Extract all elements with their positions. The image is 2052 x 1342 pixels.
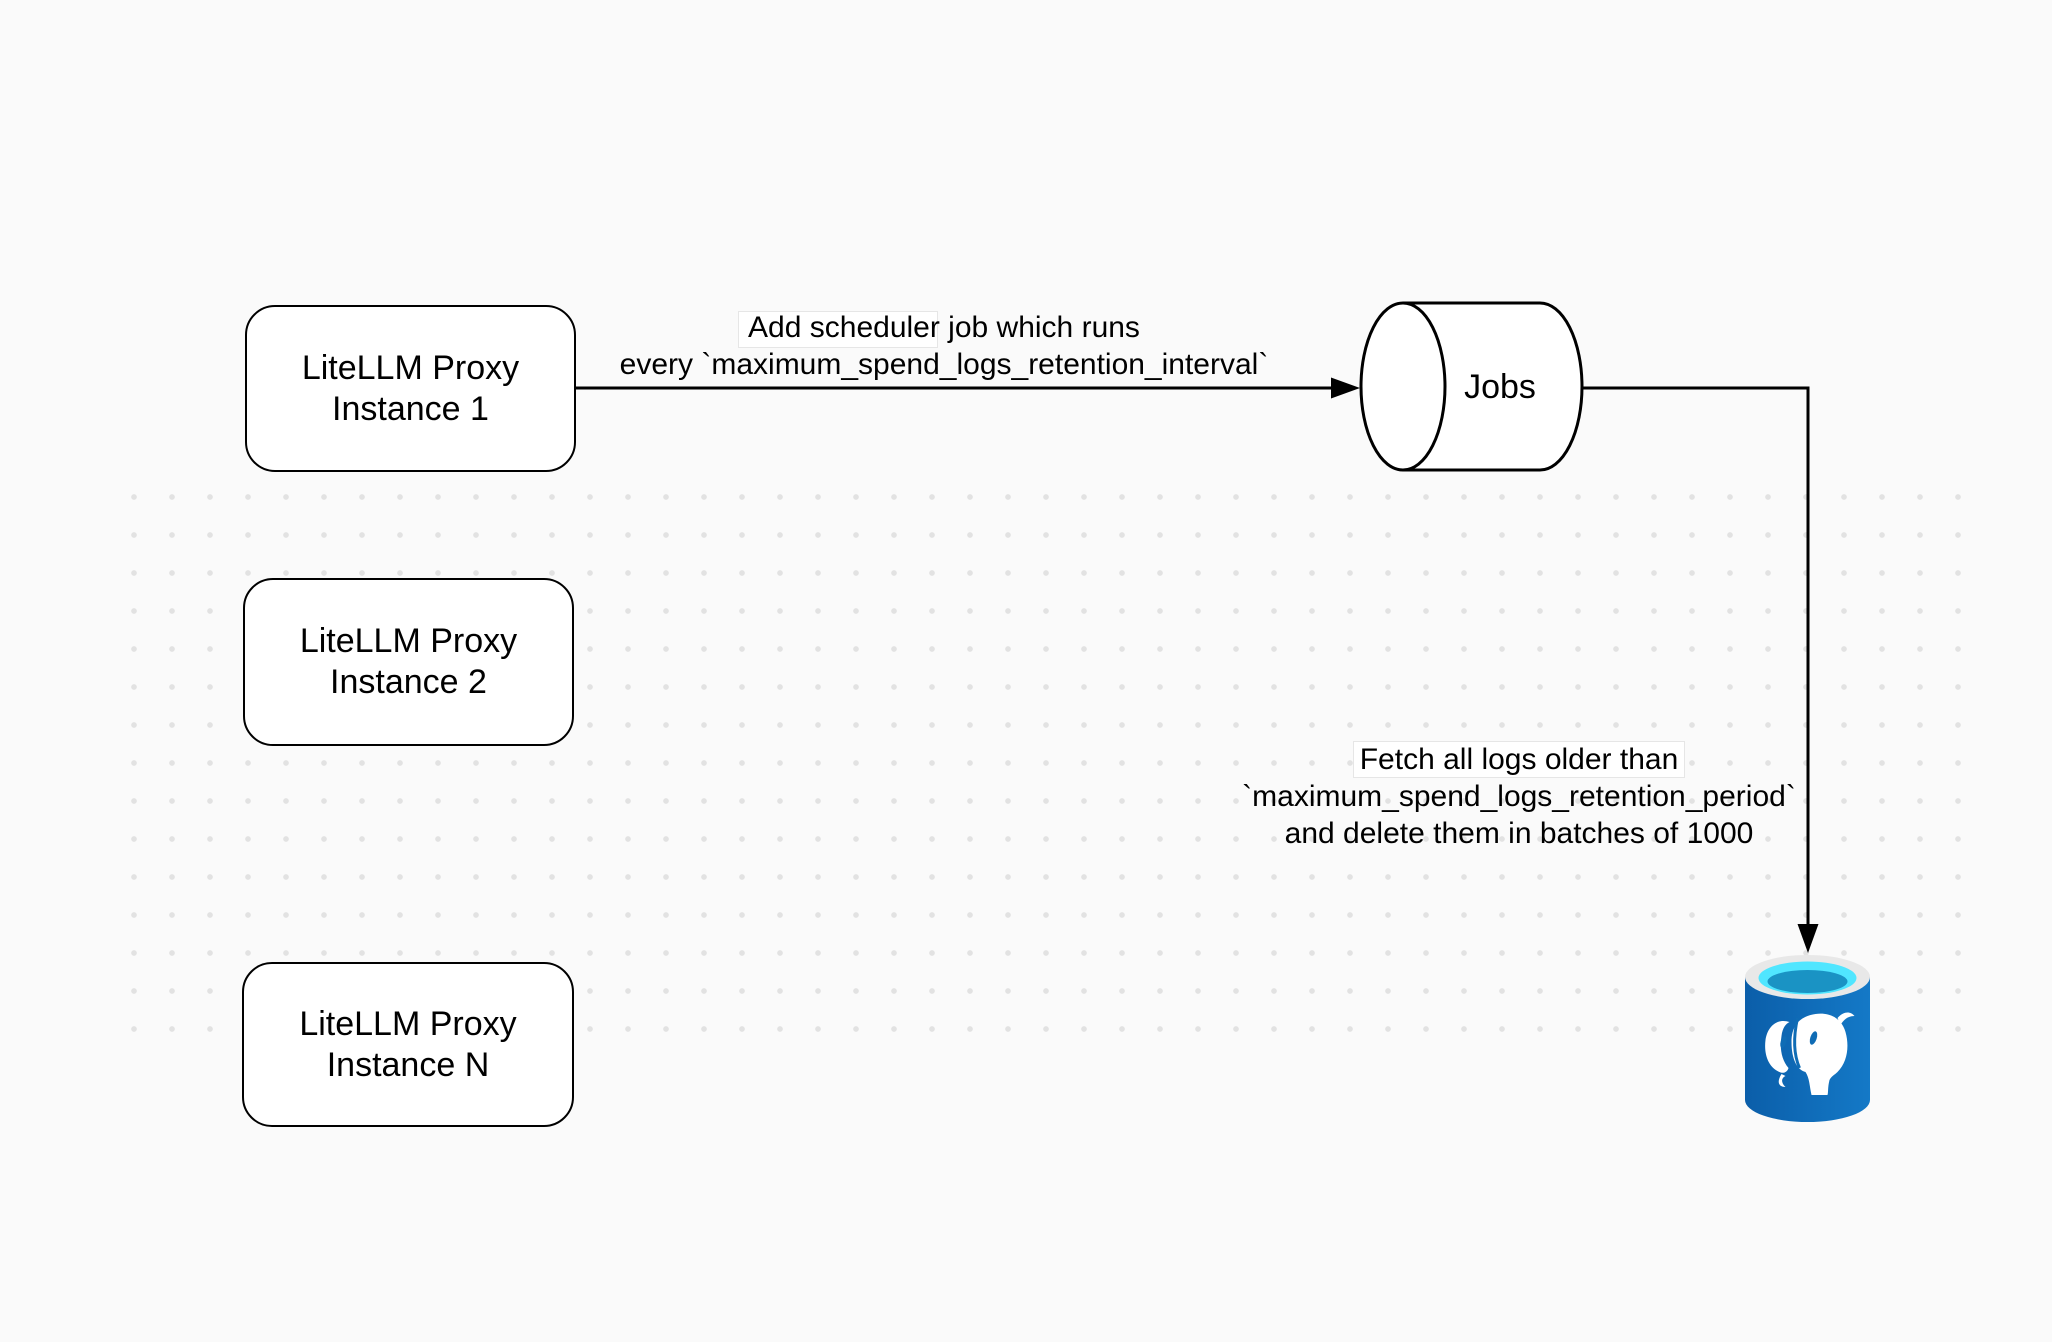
node-label: LiteLLM Proxy Instance N (299, 1004, 516, 1086)
edge-label-fetch-delete: Fetch all logs older than `maximum_spend… (1169, 741, 1869, 852)
node-label-line: Instance N (326, 1045, 490, 1084)
node-label-line: LiteLLM Proxy (299, 622, 518, 660)
node-label: LiteLLM Proxy Instance 2 (300, 621, 517, 703)
edge-label-line: `maximum_spend_logs_retention_period` (1242, 780, 1796, 813)
edge-label-scheduler: Add scheduler job which runs every `maxi… (594, 309, 1294, 383)
node-label-line: Instance 2 (330, 663, 487, 701)
node-label-line: Instance 1 (332, 389, 489, 428)
node-litellm-proxy-instance-1: LiteLLM Proxy Instance 1 (245, 305, 576, 472)
edge-label-line: Add scheduler job which runs (748, 311, 1140, 344)
edge-label-line: Fetch all logs older than (1352, 741, 1686, 778)
edge-label-background (738, 311, 938, 348)
node-label: LiteLLM Proxy Instance 1 (302, 348, 519, 430)
jobs-queue-label: Jobs (1464, 368, 1536, 406)
node-litellm-proxy-instance-n: LiteLLM Proxy Instance N (242, 962, 574, 1127)
node-label-line: LiteLLM Proxy (299, 1004, 517, 1043)
node-label-line: LiteLLM Proxy (301, 348, 520, 387)
arrow-head-icon (1331, 377, 1360, 399)
node-litellm-proxy-instance-2: LiteLLM Proxy Instance 2 (243, 578, 574, 746)
edge-label-line: and delete them in batches of 1000 (1284, 817, 1754, 850)
edge-label-line: every `maximum_spend_logs_retention_inte… (619, 348, 1269, 381)
